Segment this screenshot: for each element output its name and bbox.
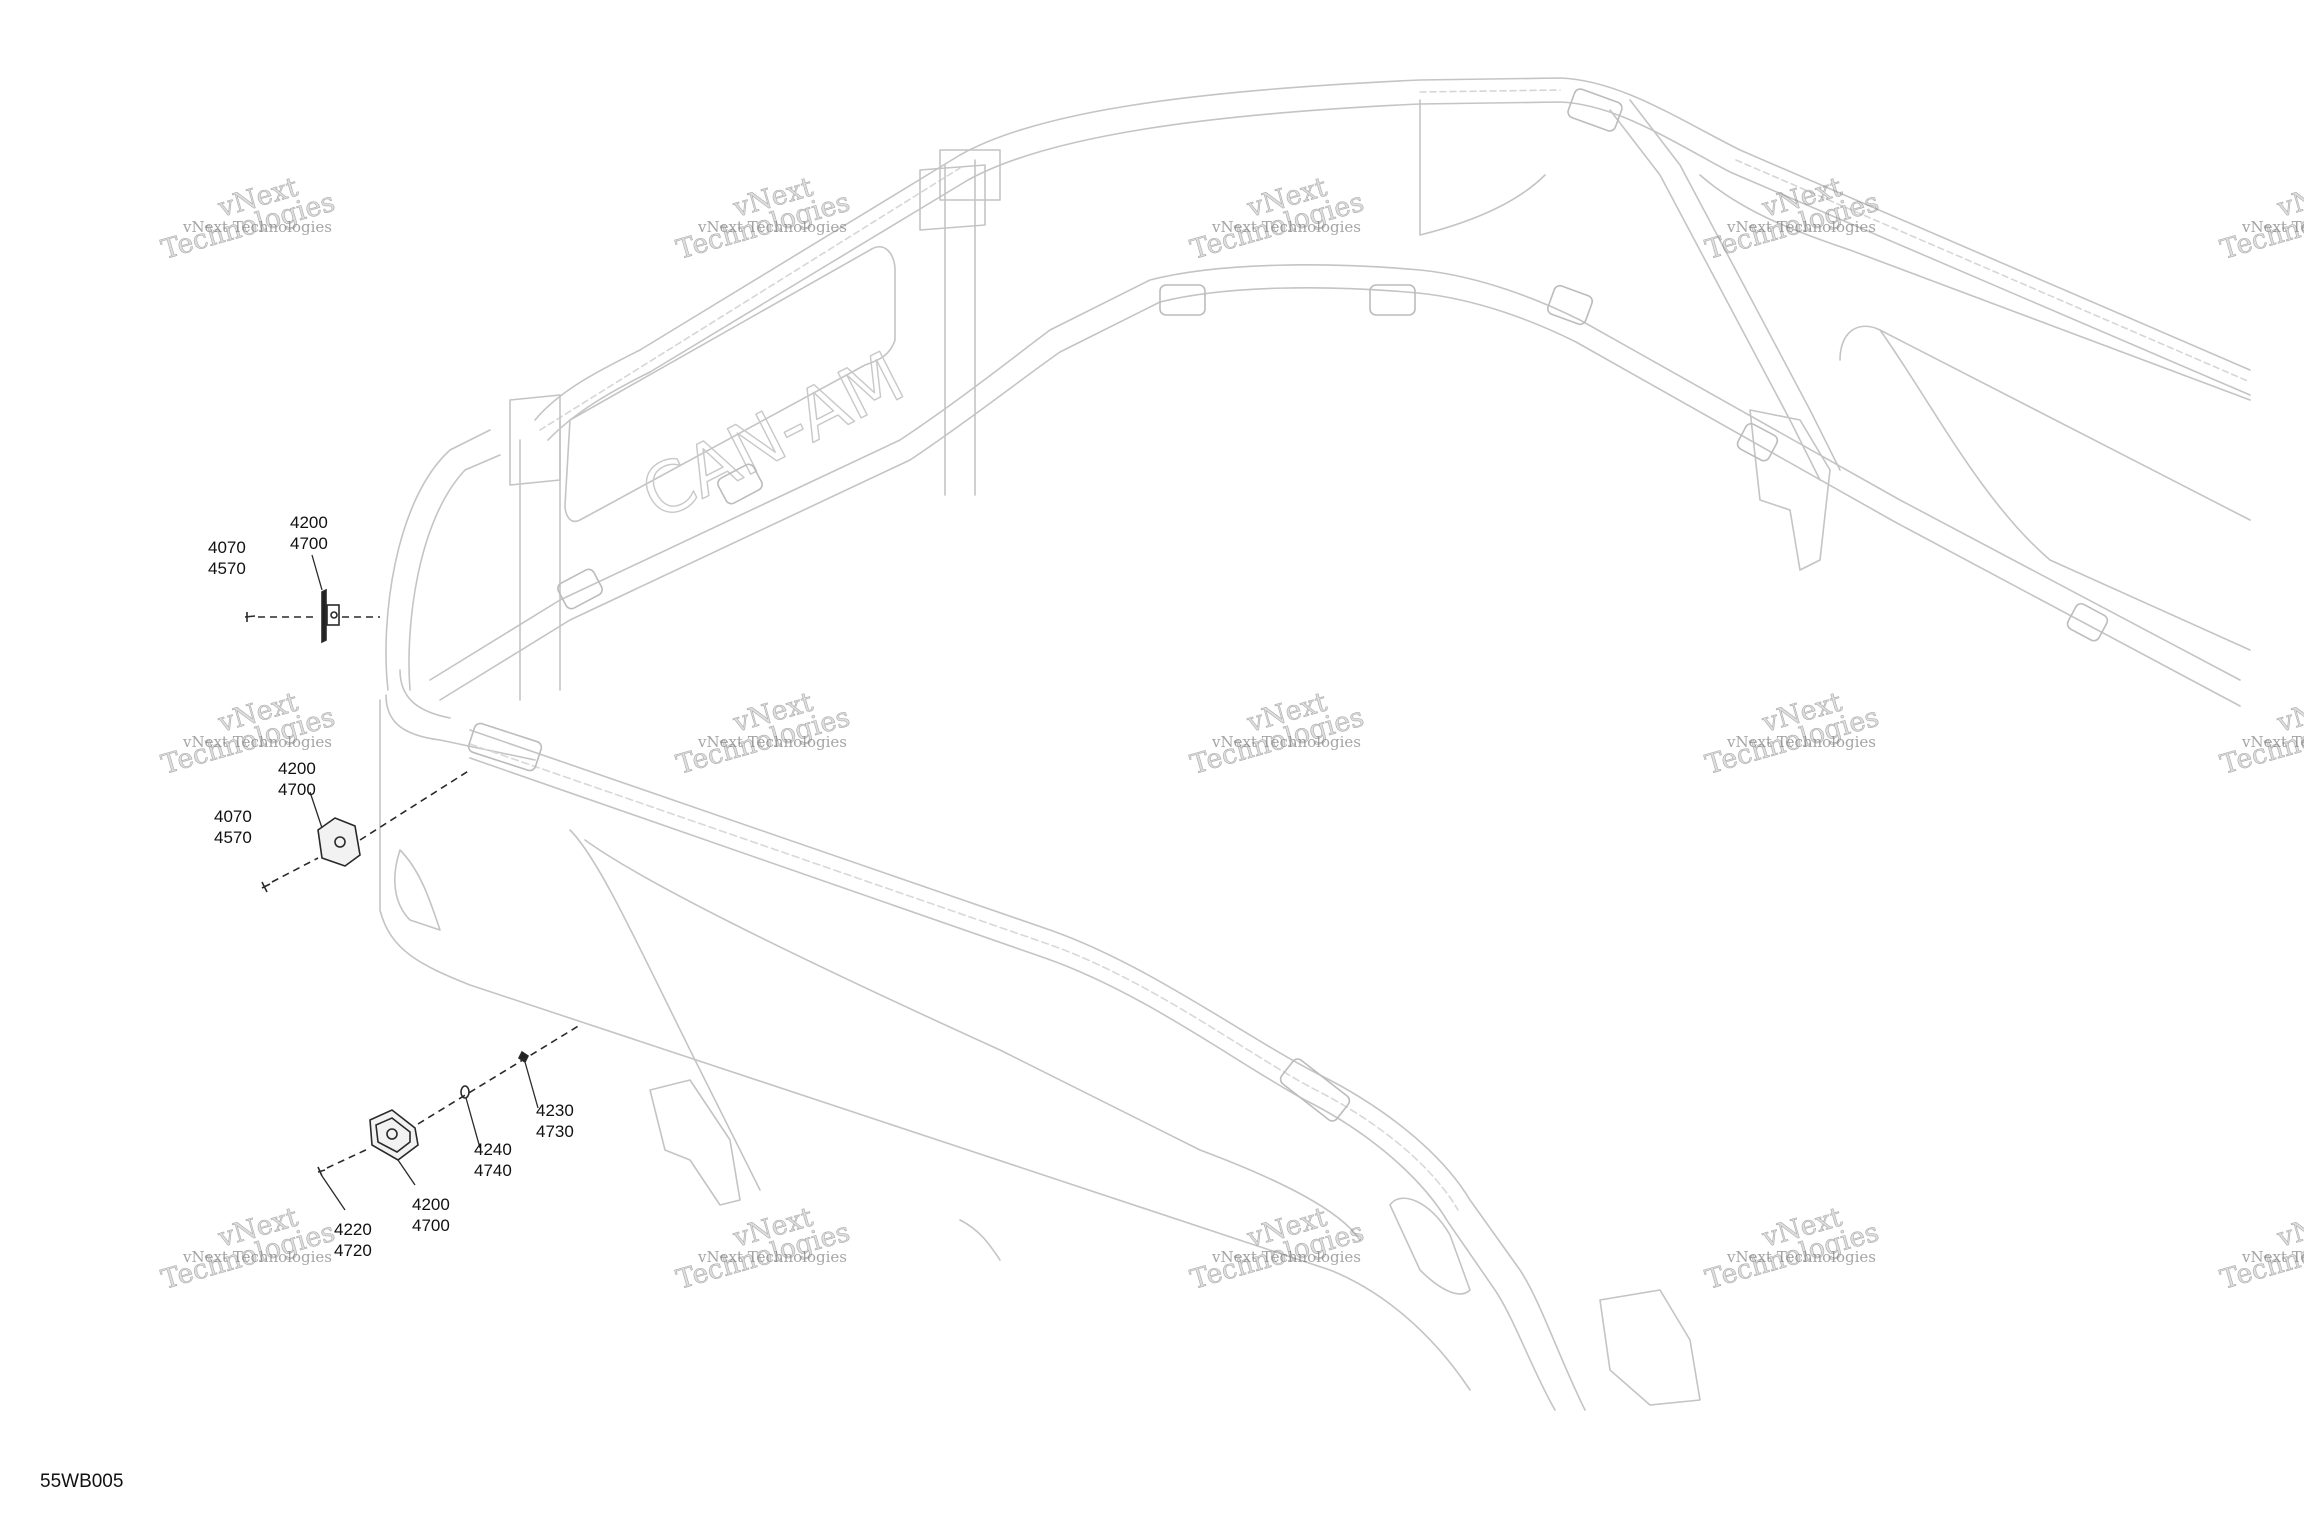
callout-4070-4570-top: 4070 4570 — [208, 538, 246, 578]
front-rail — [385, 429, 536, 761]
rear-top-rail — [534, 77, 2251, 441]
right-side-panel — [1419, 99, 2251, 651]
posts — [509, 149, 1001, 701]
leader-lines — [309, 554, 539, 1211]
side-top-rail — [469, 729, 1586, 1411]
callout-4200-4700-middle: 4200 4700 — [278, 759, 316, 799]
tailgate-panel: CAN-AM — [564, 246, 917, 537]
upper-reflector-part — [244, 588, 380, 644]
rail-clamps — [467, 88, 2109, 1122]
callout-4070-4570-middle: 4070 4570 — [214, 807, 252, 847]
figure-code: 55WB005 — [40, 1471, 124, 1492]
callout-4200-4700-top: 4200 4700 — [290, 513, 328, 553]
callout-4200-4700-bottom: 4200 4700 — [412, 1195, 450, 1235]
lower-reflector-part — [317, 1024, 581, 1177]
callout-4220-4720: 4220 4720 — [334, 1220, 372, 1260]
brand-embossing: CAN-AM — [629, 336, 917, 537]
callout-4230-4730: 4230 4730 — [536, 1101, 574, 1141]
callout-4240-4740: 4240 4740 — [474, 1140, 512, 1180]
middle-reflector-part — [261, 769, 471, 893]
bed-side-wall — [379, 699, 1701, 1406]
